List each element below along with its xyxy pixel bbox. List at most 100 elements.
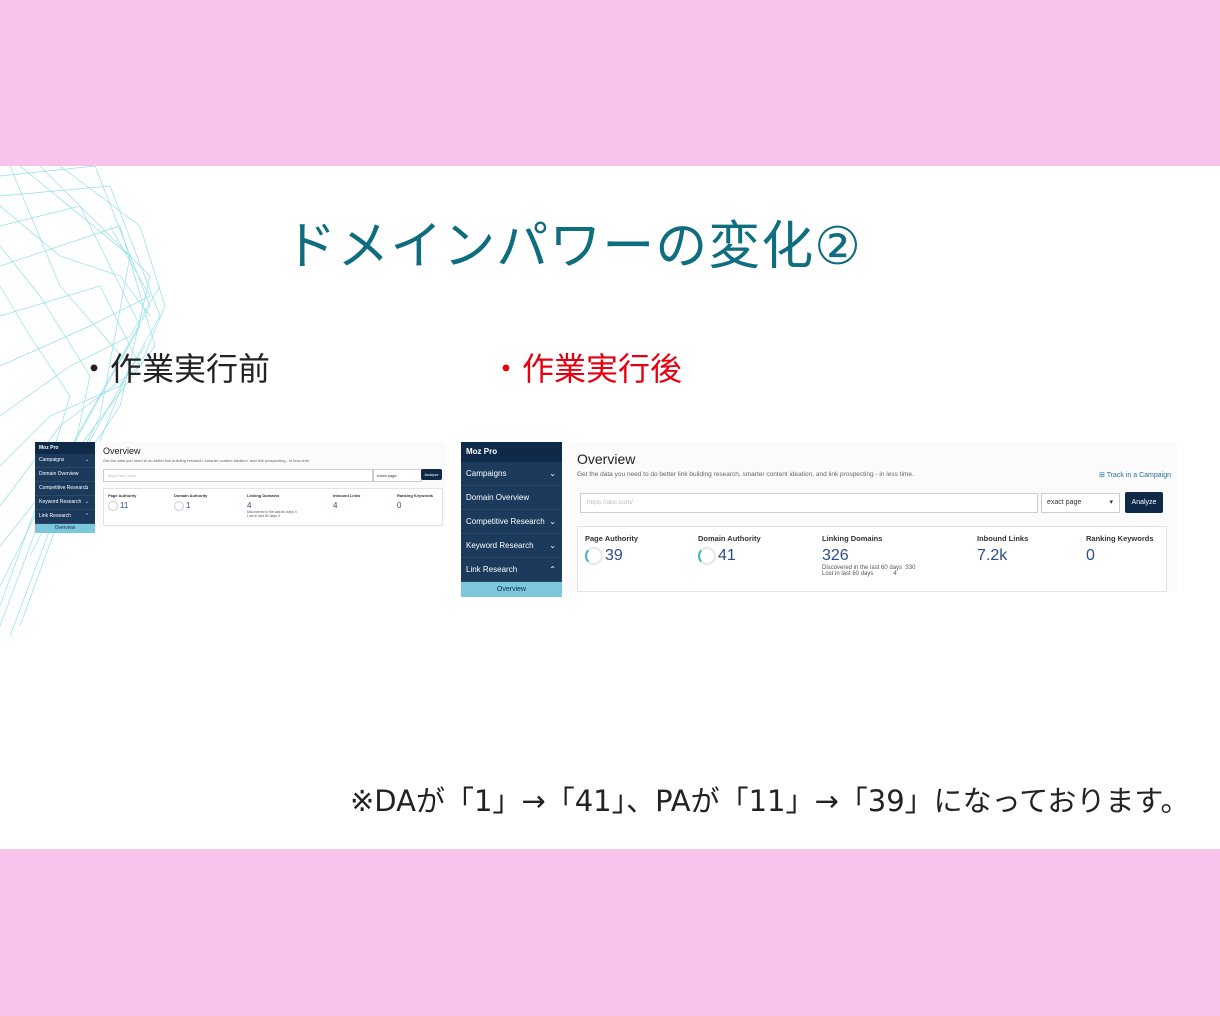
mode-select[interactable]: exact page ▾ <box>1041 493 1120 513</box>
overview-title: Overview <box>577 451 636 467</box>
metric-inbound-links: Inbound Links 7.2k <box>977 534 1028 565</box>
pink-top-band <box>0 0 1220 166</box>
metric-value: 4 <box>247 501 252 510</box>
metric-label: Inbound Links <box>977 534 1029 543</box>
metric-linking-domains: Linking Domains 326 Discovered in the la… <box>822 534 915 577</box>
moz-sidebar: Moz Pro Campaigns ⌄ Domain Overview Compe… <box>461 442 562 597</box>
metric-label: Inbound Links <box>333 493 361 498</box>
discovered-value: 330 <box>905 565 916 571</box>
metric-label: Domain Authority <box>174 493 208 498</box>
metric-label: Linking Domains <box>247 493 280 498</box>
metric-ranking-keywords: Ranking Keywords 0 <box>1086 534 1154 565</box>
footnote: ※DAが「1」→「41」、PAが「11」→「39」になっております。 <box>350 784 1190 818</box>
sidebar-item-label: Competitive Research <box>39 485 89 491</box>
chevron-up-icon: ⌃ <box>549 565 556 574</box>
caret-down-icon: ▾ <box>1109 499 1113 506</box>
mode-select-value: exact page <box>1047 499 1082 506</box>
mode-select-value: exact page <box>377 473 397 478</box>
metric-ranking-keywords: Ranking Keywords 0 <box>397 493 433 510</box>
moz-brand: Moz Pro <box>35 442 95 454</box>
metric-value: 0 <box>1086 547 1095 564</box>
overview-description: Get the data you need to do better link … <box>103 458 311 463</box>
chevron-down-icon: ⌄ <box>84 499 89 505</box>
before-label: ・作業実行前 <box>78 350 271 388</box>
discovered-value: 4 <box>294 510 297 514</box>
metric-label: Page Authority <box>108 493 137 498</box>
moz-sidebar: Moz Pro Campaigns ⌄ Domain Overview Compe… <box>35 442 95 533</box>
slide: ドメインパワーの変化② ・作業実行前 ・作業実行後 Moz Pro Campai… <box>0 166 1220 849</box>
metric-label: Page Authority <box>585 534 639 543</box>
chevron-down-icon: ⌄ <box>84 457 89 463</box>
chevron-down-icon: ⌄ <box>549 517 556 526</box>
url-input[interactable]: https://abc.com/ <box>103 469 373 482</box>
track-campaign-label: Track in a Campaign <box>1106 472 1172 479</box>
chevron-down-icon: ⌄ <box>549 469 556 478</box>
analyze-button[interactable]: Analyze <box>1125 492 1163 513</box>
sidebar-subitem-overview[interactable]: Overview <box>35 524 95 533</box>
moz-panel-after: Moz Pro Campaigns ⌄ Domain Overview Compe… <box>461 442 1177 597</box>
sidebar-item-label: Campaigns <box>466 469 507 478</box>
discovered-label: Discovered in the last 60 days <box>822 565 903 571</box>
track-campaign-link[interactable]: ⊞ Track in a Campaign <box>1099 472 1172 479</box>
moz-brand: Moz Pro <box>461 442 562 462</box>
sidebar-item-link-research[interactable]: Link Research⌃ <box>461 558 562 582</box>
metric-domain-authority: Domain Authority 41 <box>698 534 761 565</box>
metric-value: 0 <box>397 501 402 510</box>
metric-value: 41 <box>718 547 736 565</box>
score-ring-icon <box>585 547 603 565</box>
metric-value: 1 <box>186 501 191 511</box>
score-ring-icon <box>174 501 184 511</box>
metric-value: 39 <box>605 547 623 565</box>
sidebar-item-label: Campaigns <box>39 457 65 463</box>
sidebar-item-competitive-research[interactable]: Competitive Research ⌄ <box>461 510 562 534</box>
metrics-card: Page Authority 11 Domain Authority 1 Lin… <box>103 488 443 526</box>
sidebar-item-label: Competitive Research <box>466 517 545 526</box>
sidebar-item-keyword-research[interactable]: Keyword Research⌄ <box>35 496 95 510</box>
metric-value: 326 <box>822 547 849 564</box>
wireframe-decoration <box>0 166 166 636</box>
slide-title: ドメインパワーの変化② <box>284 217 862 277</box>
sidebar-item-label: Domain Overview <box>39 471 79 477</box>
chevron-down-icon: ⌄ <box>549 541 556 550</box>
metric-domain-authority: Domain Authority 1 <box>174 493 207 511</box>
score-ring-icon <box>108 501 118 511</box>
metric-value: 7.2k <box>977 547 1008 564</box>
lost-label: Lost in last 60 days <box>822 571 874 577</box>
sidebar-item-domain-overview[interactable]: Domain Overview <box>461 486 562 510</box>
sidebar-item-link-research[interactable]: Link Research ⌃ <box>35 510 95 524</box>
chevron-up-icon: ⌃ <box>84 513 89 519</box>
moz-main: Overview Get the data you need to do bet… <box>95 442 506 528</box>
overview-description: Get the data you need to do better link … <box>577 471 914 478</box>
sidebar-item-campaigns[interactable]: Campaigns ⌄ <box>461 462 562 486</box>
sidebar-item-keyword-research[interactable]: Keyword Research ⌄ <box>461 534 562 558</box>
sidebar-subitem-overview[interactable]: Overview <box>461 582 562 597</box>
sidebar-item-domain-overview[interactable]: Domain Overview <box>35 468 95 482</box>
pink-bottom-band <box>0 849 1220 1016</box>
metric-label: Ranking Keywords <box>1086 534 1154 543</box>
score-ring-icon <box>698 547 716 565</box>
moz-panel-before: Moz Pro Campaigns ⌄ Domain Overview Compe… <box>35 442 506 533</box>
lost-value: 4 <box>893 571 897 577</box>
sidebar-item-label: Link Research <box>39 513 71 519</box>
metric-label: Ranking Keywords <box>397 493 434 498</box>
sidebar-item-label: Keyword Research <box>39 499 82 505</box>
lost-label: Lost in last 60 days <box>247 514 277 518</box>
metric-linking-domains: Linking Domains 4 Discovered in the last… <box>247 493 297 518</box>
chevron-down-icon: ⌄ <box>84 485 89 491</box>
sidebar-item-campaigns[interactable]: Campaigns ⌄ <box>35 454 95 468</box>
metrics-card: Page Authority 39 Domain Authority 41 Li… <box>577 526 1167 592</box>
after-label: ・作業実行後 <box>490 350 683 388</box>
url-input[interactable]: https://abc.com/ <box>580 493 1038 513</box>
metric-label: Domain Authority <box>698 534 761 543</box>
mode-select[interactable]: exact page <box>373 469 422 482</box>
discovered-label: Discovered in the last 60 days <box>247 510 294 514</box>
sidebar-item-label: Keyword Research <box>466 541 534 550</box>
metric-page-authority: Page Authority 39 <box>585 534 638 565</box>
metric-page-authority: Page Authority 11 <box>108 493 136 511</box>
analyze-button[interactable]: Analyze <box>421 469 442 480</box>
metric-value: 4 <box>333 501 338 510</box>
overview-title: Overview <box>103 446 141 456</box>
sidebar-item-competitive-research[interactable]: Competitive Research⌄ <box>35 482 95 496</box>
sidebar-item-label: Domain Overview <box>466 493 530 502</box>
lost-value: 0 <box>277 514 280 518</box>
